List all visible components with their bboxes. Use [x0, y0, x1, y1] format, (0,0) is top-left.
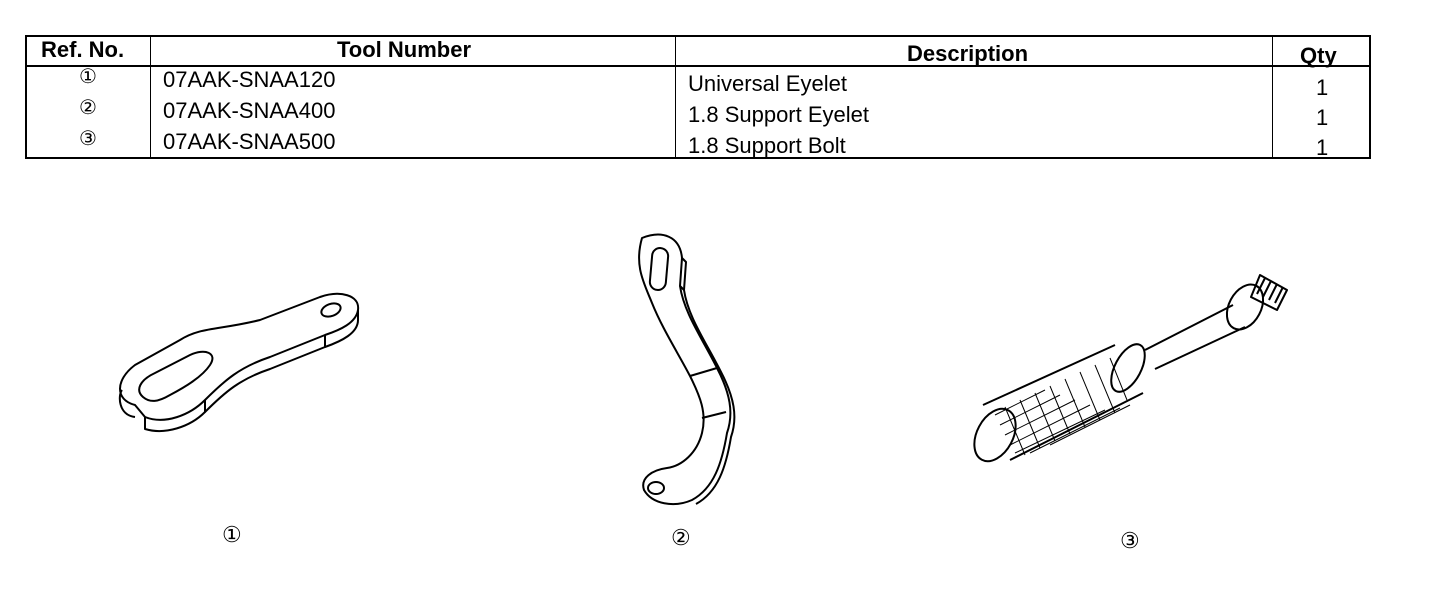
row-1-description: Universal Eyelet	[688, 71, 847, 96]
column-divider	[1272, 37, 1273, 157]
header-tool-number: Tool Number	[337, 37, 472, 62]
row-2-tool-number: 07AAK-SNAA400	[163, 98, 336, 123]
header-ref-no: Ref. No.	[41, 37, 125, 62]
row-1-tool-number: 07AAK-SNAA120	[163, 67, 336, 92]
row-2-ref: ②	[79, 97, 97, 119]
table-header-row	[27, 37, 1369, 67]
support-bolt-icon	[973, 274, 1288, 463]
special-tools-table: Ref. No. Tool Number Description Qty ① 0…	[25, 35, 1371, 159]
header-qty: Qty	[1300, 43, 1337, 68]
row-3-tool-number: 07AAK-SNAA500	[163, 129, 336, 154]
support-eyelet-icon	[638, 233, 736, 506]
row-1-ref: ①	[79, 66, 97, 88]
figure-1-caption: ①	[222, 522, 242, 547]
figure-3-caption: ③	[1120, 528, 1140, 553]
header-description: Description	[907, 41, 1029, 66]
figure-2-caption: ②	[671, 525, 691, 550]
universal-eyelet-icon	[118, 292, 360, 433]
column-divider	[675, 37, 676, 157]
row-1-qty: 1	[1316, 75, 1329, 100]
row-3-ref: ③	[79, 128, 97, 150]
column-divider	[150, 37, 151, 157]
row-2-description: 1.8 Support Eyelet	[688, 102, 870, 127]
row-3-qty: 1	[1316, 135, 1329, 160]
row-2-qty: 1	[1316, 105, 1329, 130]
row-3-description: 1.8 Support Bolt	[688, 133, 846, 158]
